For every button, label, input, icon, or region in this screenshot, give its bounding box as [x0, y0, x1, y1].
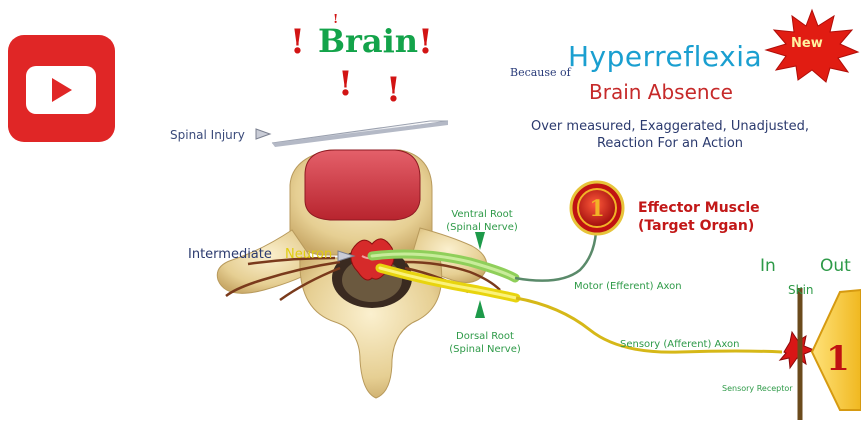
- brain-title: Brain: [318, 22, 418, 60]
- dorsal-root-label: Dorsal Root (Spinal Nerve): [445, 330, 525, 356]
- ventral-root-label: Ventral Root (Spinal Nerve): [442, 208, 522, 234]
- spinal-injury-pointer: [256, 129, 270, 139]
- youtube-logo[interactable]: [8, 35, 115, 142]
- effector-number: 1: [589, 196, 604, 222]
- sensory-receptor: [780, 332, 814, 368]
- because-of-label: Because of: [510, 66, 571, 79]
- ventral-marker: [475, 232, 485, 250]
- effector-label: Effector Muscle (Target Organ): [638, 199, 768, 235]
- new-badge-label: New: [791, 36, 823, 51]
- exclamation-left: !: [290, 22, 305, 62]
- in-label: In: [760, 256, 776, 276]
- spinal-injury-label: Spinal Injury: [170, 128, 245, 142]
- intermediate-label: Intermediate: [188, 247, 272, 262]
- skin-label: Skin: [788, 283, 814, 297]
- sensory-receptor-label: Sensory Receptor: [722, 384, 793, 393]
- hyperreflexia-description: Over measured, Exaggerated, Unadjusted, …: [505, 118, 835, 152]
- hyperreflexia-title: Hyperreflexia: [568, 40, 762, 73]
- exclamation-lower-right: !: [386, 70, 401, 110]
- neuron-label: Neuron: [285, 247, 332, 262]
- sensory-axon-label: Sensory (Afferent) Axon: [620, 339, 739, 350]
- exclamation-lower-left: !: [338, 64, 353, 104]
- motor-axon: [515, 232, 596, 281]
- brain-absence-label: Brain Absence: [589, 80, 733, 104]
- intervertebral-disc: [305, 150, 420, 220]
- stimulus-number: 1: [826, 339, 850, 379]
- out-label: Out: [820, 256, 851, 276]
- exclamation-right: !: [418, 22, 433, 62]
- motor-axon-label: Motor (Efferent) Axon: [574, 281, 682, 292]
- dorsal-marker: [475, 300, 485, 318]
